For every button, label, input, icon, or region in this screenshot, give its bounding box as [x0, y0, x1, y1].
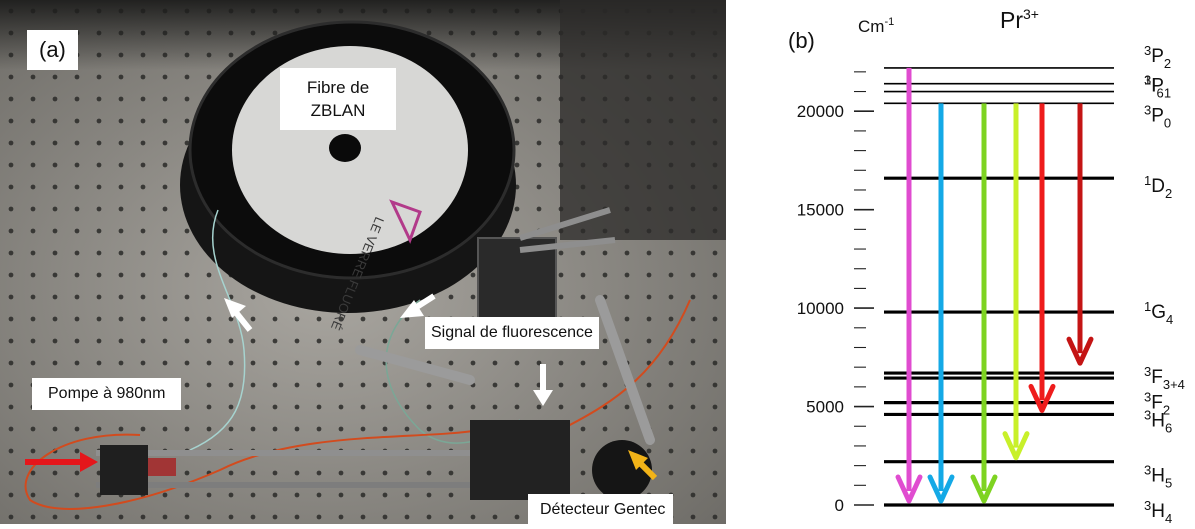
- level-label-letter: D: [1151, 176, 1165, 197]
- translation-stage: [477, 237, 557, 331]
- level-label-letter: P: [1151, 76, 1164, 97]
- level-label-multiplicity: 3: [1144, 390, 1151, 405]
- level-label-j: 3+4: [1163, 377, 1185, 392]
- spool-logo: [389, 199, 422, 244]
- level-label-multiplicity: 3: [1144, 43, 1151, 58]
- detector-yellow-arrow: [628, 450, 658, 481]
- level-label: 1G4: [1144, 299, 1173, 327]
- level-label: 3H5: [1144, 463, 1172, 491]
- tick-label: 20000: [797, 102, 844, 121]
- level-label-letter: H: [1151, 410, 1165, 431]
- level-label: 3H4: [1144, 498, 1172, 524]
- ion-base: Pr: [1000, 7, 1023, 33]
- pump-connector: [148, 458, 176, 476]
- detector-label: Détecteur Gentec: [528, 494, 674, 524]
- rail-top: [96, 450, 536, 456]
- fibre-label-line2: ZBLAN: [310, 101, 366, 120]
- level-label-multiplicity: 1: [1144, 73, 1151, 88]
- tick-label: 5000: [806, 398, 844, 417]
- level-label-letter: G: [1151, 302, 1166, 323]
- unit-exponent: -1: [884, 16, 894, 28]
- level-label-letter: P: [1151, 46, 1164, 67]
- level-label: 3H6: [1144, 407, 1172, 435]
- level-label-multiplicity: 3: [1144, 407, 1151, 422]
- tick-label: 10000: [797, 299, 844, 318]
- fibre-left-strand: [189, 209, 246, 451]
- energy-axis: 0 5000 10000 15000 20000: [797, 71, 874, 515]
- level-label: 3P1: [1144, 73, 1171, 101]
- right-dark-area: [560, 0, 726, 240]
- fibre-label-line1: Fibre de: [306, 78, 370, 97]
- level-label-j: 6: [1157, 86, 1164, 101]
- spool-hole: [329, 134, 361, 162]
- signal-label: Signal de fluorescence: [425, 317, 599, 349]
- level-label-letter: F: [1151, 367, 1163, 388]
- fibre-label: Fibre de ZBLAN: [280, 68, 396, 130]
- level-label: 1I6: [1144, 73, 1164, 101]
- rail-bottom: [96, 482, 536, 488]
- setup-photo-drawing: LE VERRE FLUORÉ: [0, 0, 726, 524]
- level-label-j: 1: [1164, 86, 1171, 101]
- level-label-letter: F: [1151, 393, 1163, 414]
- level-label-j: 0: [1164, 115, 1171, 130]
- level-label-letter: I: [1151, 76, 1156, 97]
- level-label-j: 4: [1166, 312, 1173, 327]
- transition-arrow: [927, 103, 955, 504]
- orange-cable-right: [559, 299, 691, 431]
- signal-white-arrow: [533, 364, 553, 406]
- transition-arrow: [1002, 103, 1030, 461]
- panel-b-label: (b): [788, 28, 815, 53]
- tick-label: 15000: [797, 201, 844, 220]
- pump-mount: [100, 445, 148, 495]
- fibre-left-white-arrow: [224, 298, 253, 332]
- level-label: 1D2: [1144, 173, 1172, 201]
- unit-label: Cm-1: [858, 16, 894, 36]
- level-label: 3P2: [1144, 43, 1171, 71]
- level-label-multiplicity: 1: [1144, 173, 1151, 188]
- level-label-j: 6: [1165, 420, 1172, 435]
- pump-label: Pompe à 980nm: [32, 378, 182, 410]
- level-label-multiplicity: 3: [1144, 364, 1151, 379]
- transition-arrow: [970, 103, 998, 504]
- level-label-multiplicity: 3: [1144, 73, 1151, 88]
- level-label-j: 2: [1163, 403, 1170, 418]
- tick-label: 0: [835, 496, 844, 515]
- level-label-multiplicity: 3: [1144, 463, 1151, 478]
- level-label-letter: P: [1151, 105, 1164, 126]
- level-label-j: 4: [1165, 511, 1172, 524]
- level-label-letter: H: [1151, 466, 1165, 487]
- unit-base: Cm: [858, 17, 884, 36]
- level-label-multiplicity: 3: [1144, 102, 1151, 117]
- panel-a-label: (a): [27, 30, 78, 70]
- transition-arrow: [1066, 103, 1094, 366]
- fibre-right-white-arrow: [400, 293, 436, 318]
- energy-levels: [884, 67, 1114, 507]
- transition-arrow: [1028, 103, 1056, 413]
- setup-photo: LE VERRE FLUORÉ: [0, 0, 726, 524]
- ion-exponent: 3+: [1023, 6, 1039, 22]
- level-label-j: 5: [1165, 476, 1172, 491]
- transitions: [895, 67, 1094, 504]
- pump-red-arrow: [25, 452, 98, 472]
- fluorescence-mount: [470, 420, 570, 500]
- level-label: 3F2: [1144, 390, 1170, 418]
- post-holder: [355, 295, 655, 445]
- level-label-j: 2: [1165, 186, 1172, 201]
- level-label-multiplicity: 1: [1144, 299, 1151, 314]
- orange-cable: [24, 429, 481, 510]
- level-label-letter: H: [1151, 501, 1165, 522]
- level-label-j: 2: [1164, 56, 1171, 71]
- level-label: 3P0: [1144, 102, 1171, 130]
- stage-arm: [519, 207, 616, 253]
- ion-label: Pr3+: [1000, 6, 1039, 33]
- level-label-multiplicity: 3: [1144, 498, 1151, 513]
- transition-arrow: [895, 67, 923, 504]
- level-label: 3F3+4: [1144, 364, 1185, 392]
